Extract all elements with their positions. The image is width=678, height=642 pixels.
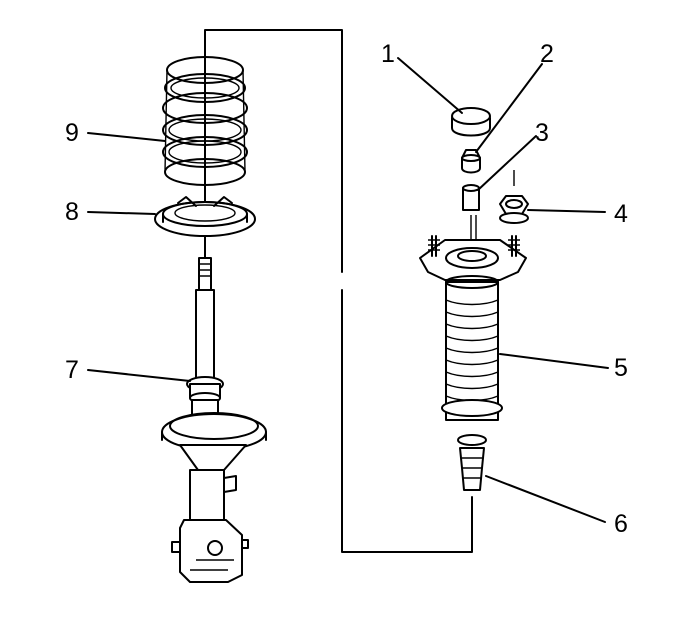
dust-cap: [451, 107, 491, 137]
callout-7: 7: [65, 356, 79, 384]
mount-nut: [499, 170, 529, 224]
leader-lines: [87, 57, 609, 523]
callout-3: 3: [535, 119, 549, 147]
callout-2: 2: [540, 40, 554, 68]
coil-spring: [162, 56, 248, 186]
spring-seat: [154, 196, 256, 237]
upper-bushing: [461, 149, 481, 174]
dust-boot: [441, 275, 503, 421]
callout-9: 9: [65, 119, 79, 147]
assembly-connector-line: [204, 29, 473, 553]
spacer: [462, 184, 480, 211]
callout-4: 4: [614, 200, 628, 228]
strut-rod: [195, 257, 215, 383]
strut-assembly: [161, 399, 267, 583]
callout-1: 1: [381, 40, 395, 68]
bumper: [457, 434, 487, 491]
callout-8: 8: [65, 198, 79, 226]
callout-6: 6: [614, 510, 628, 538]
strut-mount: [419, 215, 527, 281]
callout-5: 5: [614, 354, 628, 382]
spring-insulator: [186, 376, 224, 404]
